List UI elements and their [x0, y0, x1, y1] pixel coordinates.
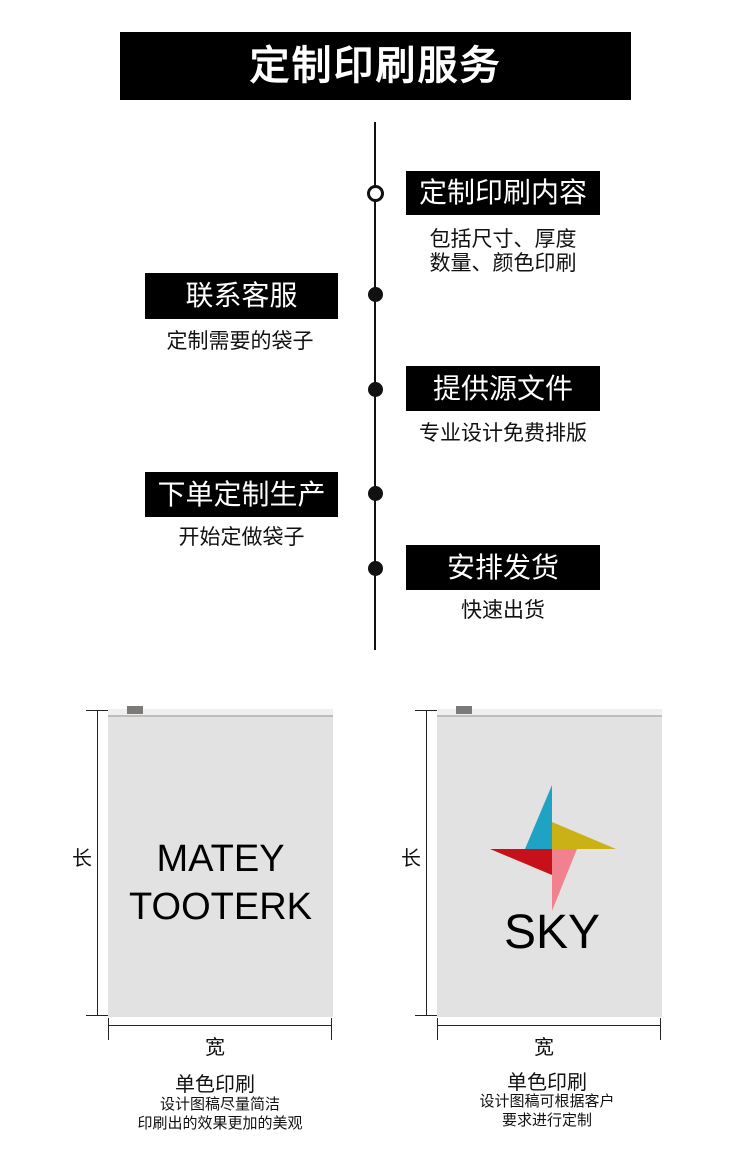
length-dimension-line	[97, 710, 98, 1016]
logo-shape	[525, 785, 552, 849]
dimension-tick	[331, 1018, 332, 1040]
step-label-order-production: 下单定制生产	[145, 472, 338, 517]
step-desc: 定制需要的袋子	[166, 329, 314, 353]
step-label-custom-content: 定制印刷内容	[406, 171, 600, 215]
bag-print-text: TOOTERK	[129, 886, 312, 928]
step-desc-line: 包括尺寸、厚度	[429, 227, 577, 251]
length-label: 长	[401, 846, 421, 870]
step-label-source-file: 提供源文件	[406, 366, 600, 411]
star-logo-icon	[490, 785, 616, 911]
logo-shape	[552, 822, 616, 849]
sample-subcaption: 设计图稿尽量简洁 印刷出的效果更加的美观	[110, 1095, 330, 1133]
width-label: 宽	[534, 1035, 554, 1059]
dimension-tick	[108, 1018, 109, 1040]
dimension-tick	[86, 1015, 108, 1016]
dimension-tick	[86, 710, 108, 711]
sample-subcaption-line: 要求进行定制	[501, 1111, 592, 1129]
step-desc: 包括尺寸、厚度 数量、颜色印刷	[398, 227, 608, 275]
timeline-dot	[368, 486, 383, 501]
dimension-tick	[437, 1018, 438, 1040]
sample-subcaption-line: 印刷出的效果更加的美观	[137, 1114, 303, 1132]
sample-caption: 单色印刷	[507, 1070, 587, 1094]
dimension-tick	[415, 1015, 437, 1016]
width-dimension-line	[437, 1025, 661, 1026]
length-label: 长	[72, 846, 92, 870]
page-title: 定制印刷服务	[120, 32, 631, 100]
width-label: 宽	[205, 1035, 225, 1059]
step-desc-line: 数量、颜色印刷	[429, 251, 577, 275]
sample-subcaption-line: 设计图稿可根据客户	[479, 1092, 615, 1110]
step-desc: 开始定做袋子	[178, 525, 305, 549]
timeline-dot	[368, 561, 383, 576]
timeline-dot	[368, 382, 383, 397]
bag-logo-text: SKY	[503, 906, 601, 959]
bag-hang-tab	[456, 706, 472, 714]
timeline-dot	[368, 287, 383, 302]
bag-print-text: MATEY	[156, 838, 285, 880]
width-dimension-line	[108, 1025, 332, 1026]
sample-subcaption: 设计图稿可根据客户 要求进行定制	[437, 1092, 657, 1130]
sample-caption: 单色印刷	[175, 1072, 255, 1096]
sample-subcaption-line: 设计图稿尽量简洁	[159, 1095, 280, 1113]
timeline-dot-start	[367, 185, 384, 202]
bag-sample-monochrome: MATEY TOOTERK	[108, 706, 333, 1017]
dimension-tick	[415, 710, 437, 711]
bag-seal-strip	[437, 709, 662, 717]
logo-shape	[490, 849, 552, 875]
step-label-shipping: 安排发货	[406, 545, 600, 590]
step-desc: 快速出货	[461, 598, 545, 622]
logo-shape	[552, 849, 577, 911]
bag-sample-logo: SKY	[437, 706, 662, 1017]
step-desc: 专业设计免费排版	[419, 421, 587, 445]
bag-seal-strip	[108, 709, 333, 717]
bag-hang-tab	[127, 706, 143, 714]
step-label-contact-service: 联系客服	[145, 273, 338, 319]
dimension-tick	[660, 1018, 661, 1040]
length-dimension-line	[426, 710, 427, 1016]
